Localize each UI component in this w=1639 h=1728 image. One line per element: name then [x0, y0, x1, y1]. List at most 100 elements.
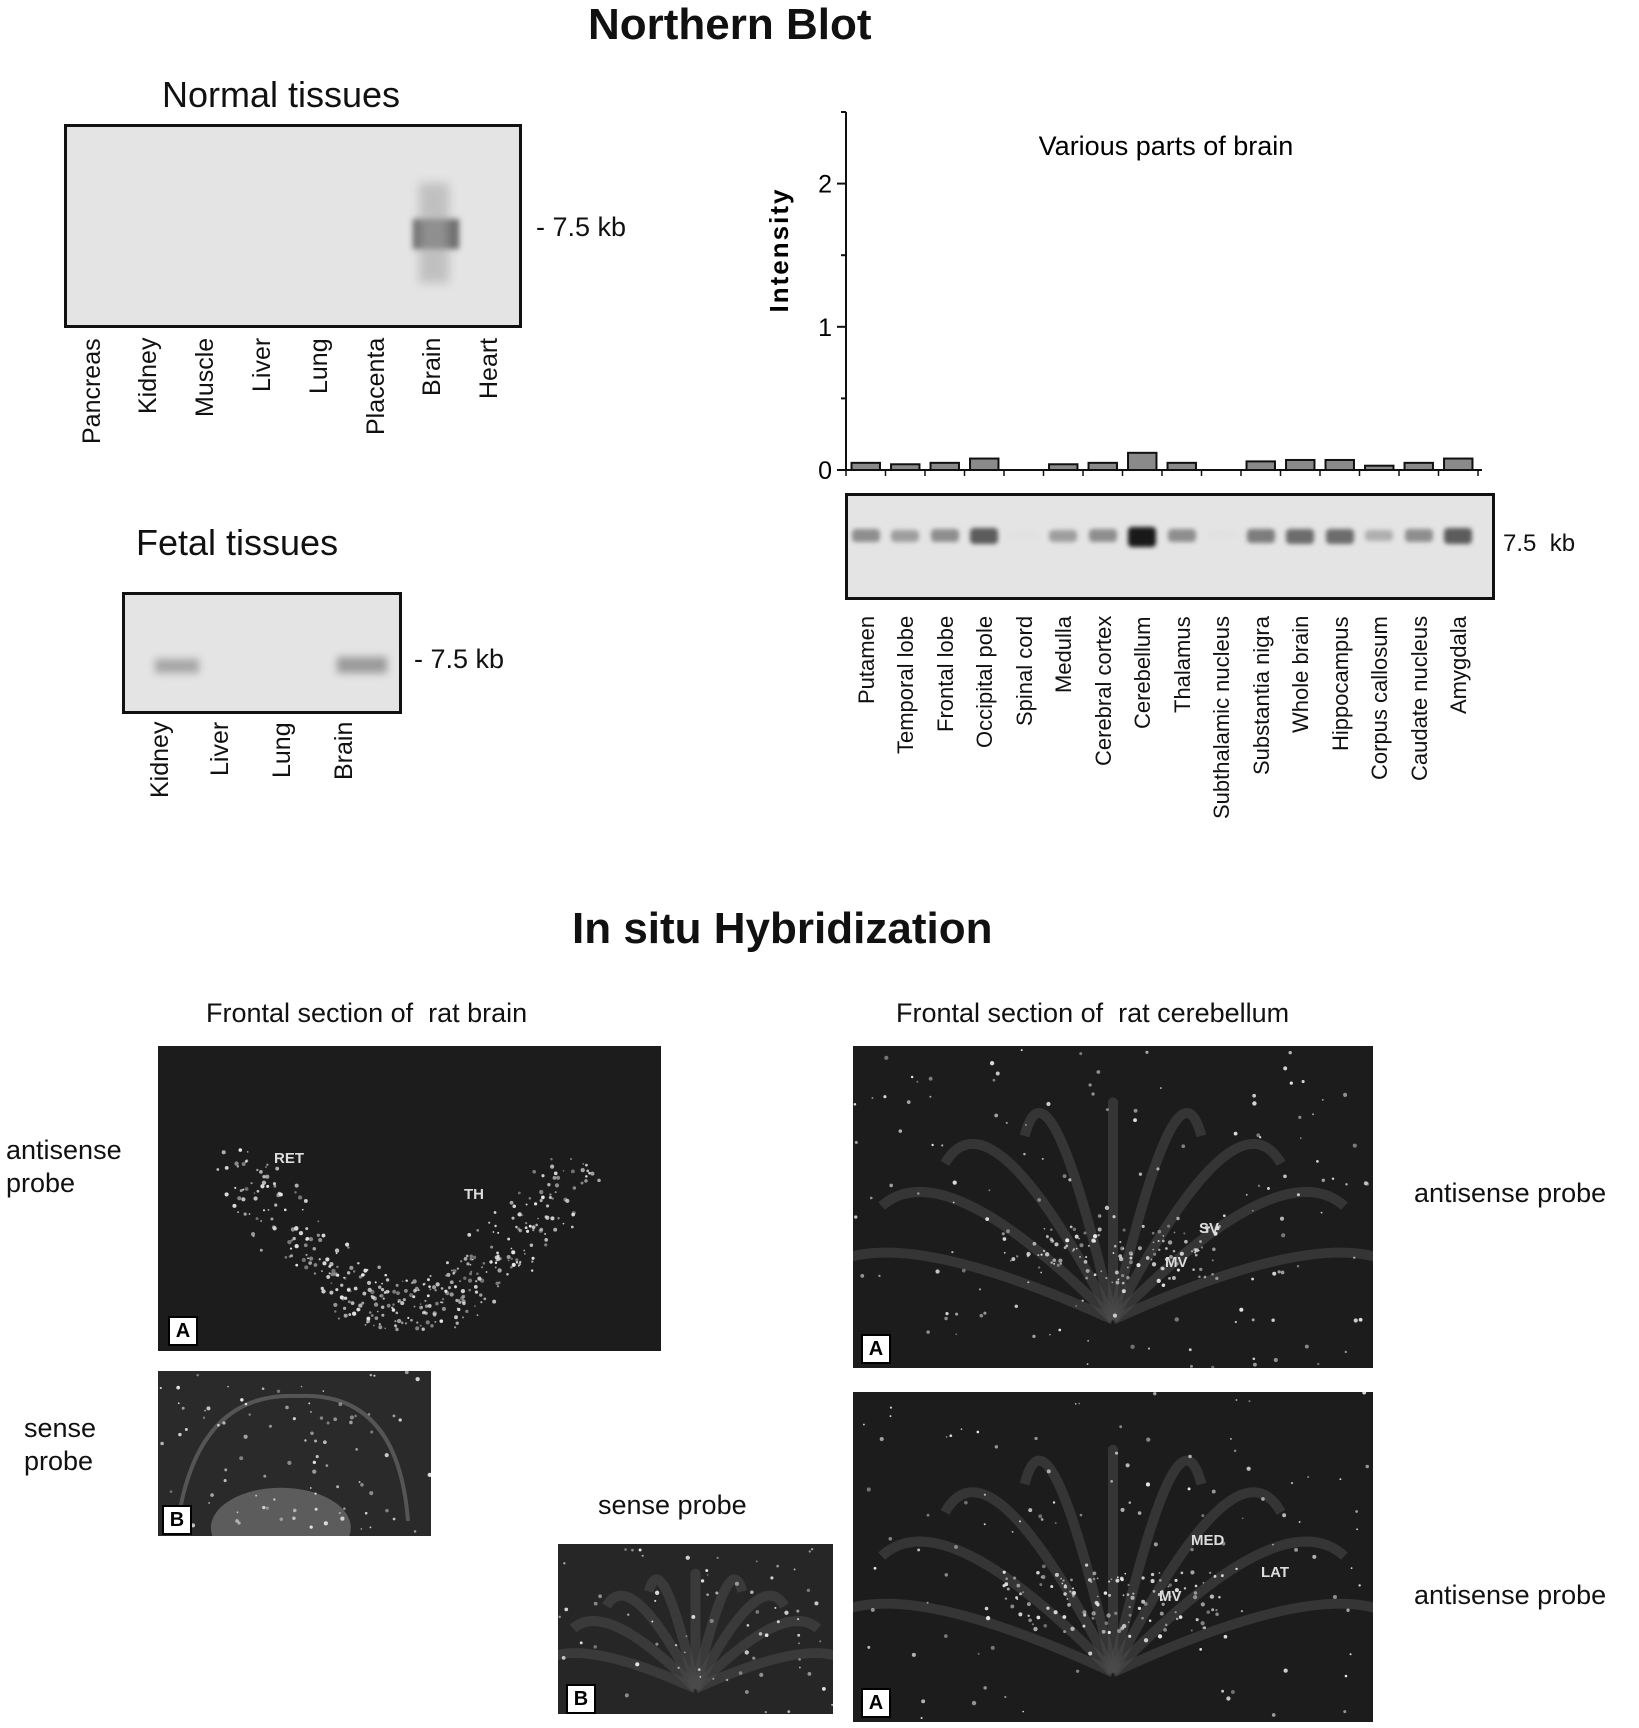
signal-grain	[539, 1199, 543, 1203]
folium-shape	[691, 1616, 822, 1693]
signal-grain	[529, 1243, 534, 1248]
signal-grain	[674, 1643, 678, 1647]
signal-grain	[498, 1256, 502, 1261]
signal-grain	[590, 1171, 595, 1176]
signal-grain	[979, 1313, 984, 1318]
folium-shape	[693, 1648, 833, 1694]
signal-grain	[273, 1184, 277, 1188]
signal-grain	[776, 1564, 780, 1568]
signal-grain	[349, 1265, 354, 1270]
signal-grain	[402, 1298, 406, 1302]
signal-grain	[429, 1288, 432, 1291]
signal-grain	[446, 1261, 449, 1265]
signal-grain	[481, 1266, 484, 1269]
signal-grain	[294, 1226, 299, 1231]
cerebellum-sense-micrograph: B	[558, 1544, 833, 1714]
signal-grain	[426, 1294, 430, 1298]
signal-grain	[392, 1303, 395, 1306]
signal-grain	[960, 1428, 963, 1430]
signal-grain	[1251, 1318, 1255, 1322]
signal-grain	[1041, 1157, 1044, 1160]
signal-grain	[1088, 1651, 1093, 1656]
signal-grain	[404, 1322, 408, 1325]
signal-grain	[366, 1268, 369, 1272]
signal-grain	[1167, 1240, 1173, 1245]
signal-grain	[1036, 1570, 1040, 1575]
signal-grain	[1317, 1362, 1320, 1366]
signal-grain	[489, 1260, 493, 1264]
signal-grain	[738, 1671, 743, 1675]
signal-grain	[1358, 1584, 1361, 1587]
signal-grain	[358, 1275, 363, 1279]
signal-grain	[300, 1385, 303, 1388]
signal-grain	[1037, 1254, 1040, 1257]
signal-grain	[346, 1288, 351, 1292]
signal-grain	[356, 1307, 361, 1312]
signal-grain	[232, 1203, 237, 1208]
signal-grain	[1104, 1205, 1110, 1211]
brain-lane-label-hippocampus: Hippocampus	[1328, 616, 1353, 751]
signal-grain	[1122, 1247, 1125, 1250]
signal-grain	[1153, 1392, 1157, 1396]
signal-grain	[339, 1295, 344, 1300]
signal-grain	[764, 1633, 769, 1638]
signal-grain	[750, 1590, 754, 1595]
signal-grain	[349, 1420, 353, 1425]
signal-grain	[1106, 1613, 1111, 1618]
signal-grain	[1058, 1328, 1062, 1332]
signal-grain	[1137, 1511, 1142, 1515]
signal-grain	[553, 1227, 558, 1232]
signal-grain	[279, 1192, 283, 1197]
signal-grain	[292, 1236, 296, 1241]
signal-grain	[1195, 1618, 1199, 1622]
signal-grain	[1230, 1690, 1235, 1694]
folium-shape	[1110, 1247, 1373, 1325]
blot-band-putamen	[851, 529, 880, 543]
signal-grain	[421, 1327, 425, 1331]
signal-grain	[1193, 1591, 1198, 1595]
signal-grain	[582, 1162, 585, 1165]
signal-grain	[307, 1257, 309, 1260]
signal-grain	[1145, 1256, 1150, 1260]
signal-grain	[1110, 1578, 1113, 1581]
signal-grain	[234, 1186, 237, 1189]
signal-grain	[1112, 1313, 1118, 1318]
brain-lane-label-substantia-nigra: Substantia nigra	[1249, 616, 1274, 775]
signal-grain	[1104, 1621, 1109, 1626]
signal-grain	[1132, 1592, 1135, 1595]
signal-grain	[308, 1261, 312, 1265]
glow-region	[210, 1487, 351, 1536]
signal-grain	[463, 1256, 468, 1261]
signal-grain	[1256, 1133, 1261, 1138]
signal-grain	[558, 1615, 561, 1619]
signal-grain	[1070, 1626, 1075, 1631]
signal-grain	[1072, 1227, 1077, 1232]
signal-grain	[240, 1398, 244, 1402]
signal-grain	[1031, 1623, 1034, 1626]
signal-grain	[1086, 1363, 1089, 1365]
signal-grain	[510, 1257, 513, 1260]
signal-grain	[364, 1511, 368, 1515]
brain-section-title: Frontal section of rat brain	[206, 998, 528, 1028]
signal-grain	[1079, 1243, 1084, 1248]
signal-grain	[334, 1310, 337, 1313]
signal-grain	[385, 1278, 390, 1282]
signal-grain	[1174, 1578, 1178, 1582]
signal-grain	[1343, 1710, 1347, 1714]
signal-grain	[397, 1298, 402, 1303]
signal-grain	[1138, 1172, 1143, 1176]
signal-grain	[283, 1208, 287, 1212]
signal-grain	[519, 1260, 522, 1264]
signal-grain	[1241, 1517, 1244, 1520]
signal-grain	[1096, 1602, 1100, 1607]
signal-grain	[287, 1240, 292, 1245]
signal-grain	[292, 1516, 296, 1520]
signal-grain	[931, 1143, 934, 1147]
signal-grain	[382, 1297, 385, 1300]
signal-grain	[1121, 1281, 1125, 1285]
signal-grain	[1053, 1610, 1058, 1615]
signal-grain	[1252, 1093, 1256, 1098]
signal-grain	[1181, 1144, 1186, 1149]
signal-grain	[807, 1671, 812, 1676]
brain-lane-label-subthalamic-nucleus: Subthalamic nucleus	[1209, 615, 1234, 819]
